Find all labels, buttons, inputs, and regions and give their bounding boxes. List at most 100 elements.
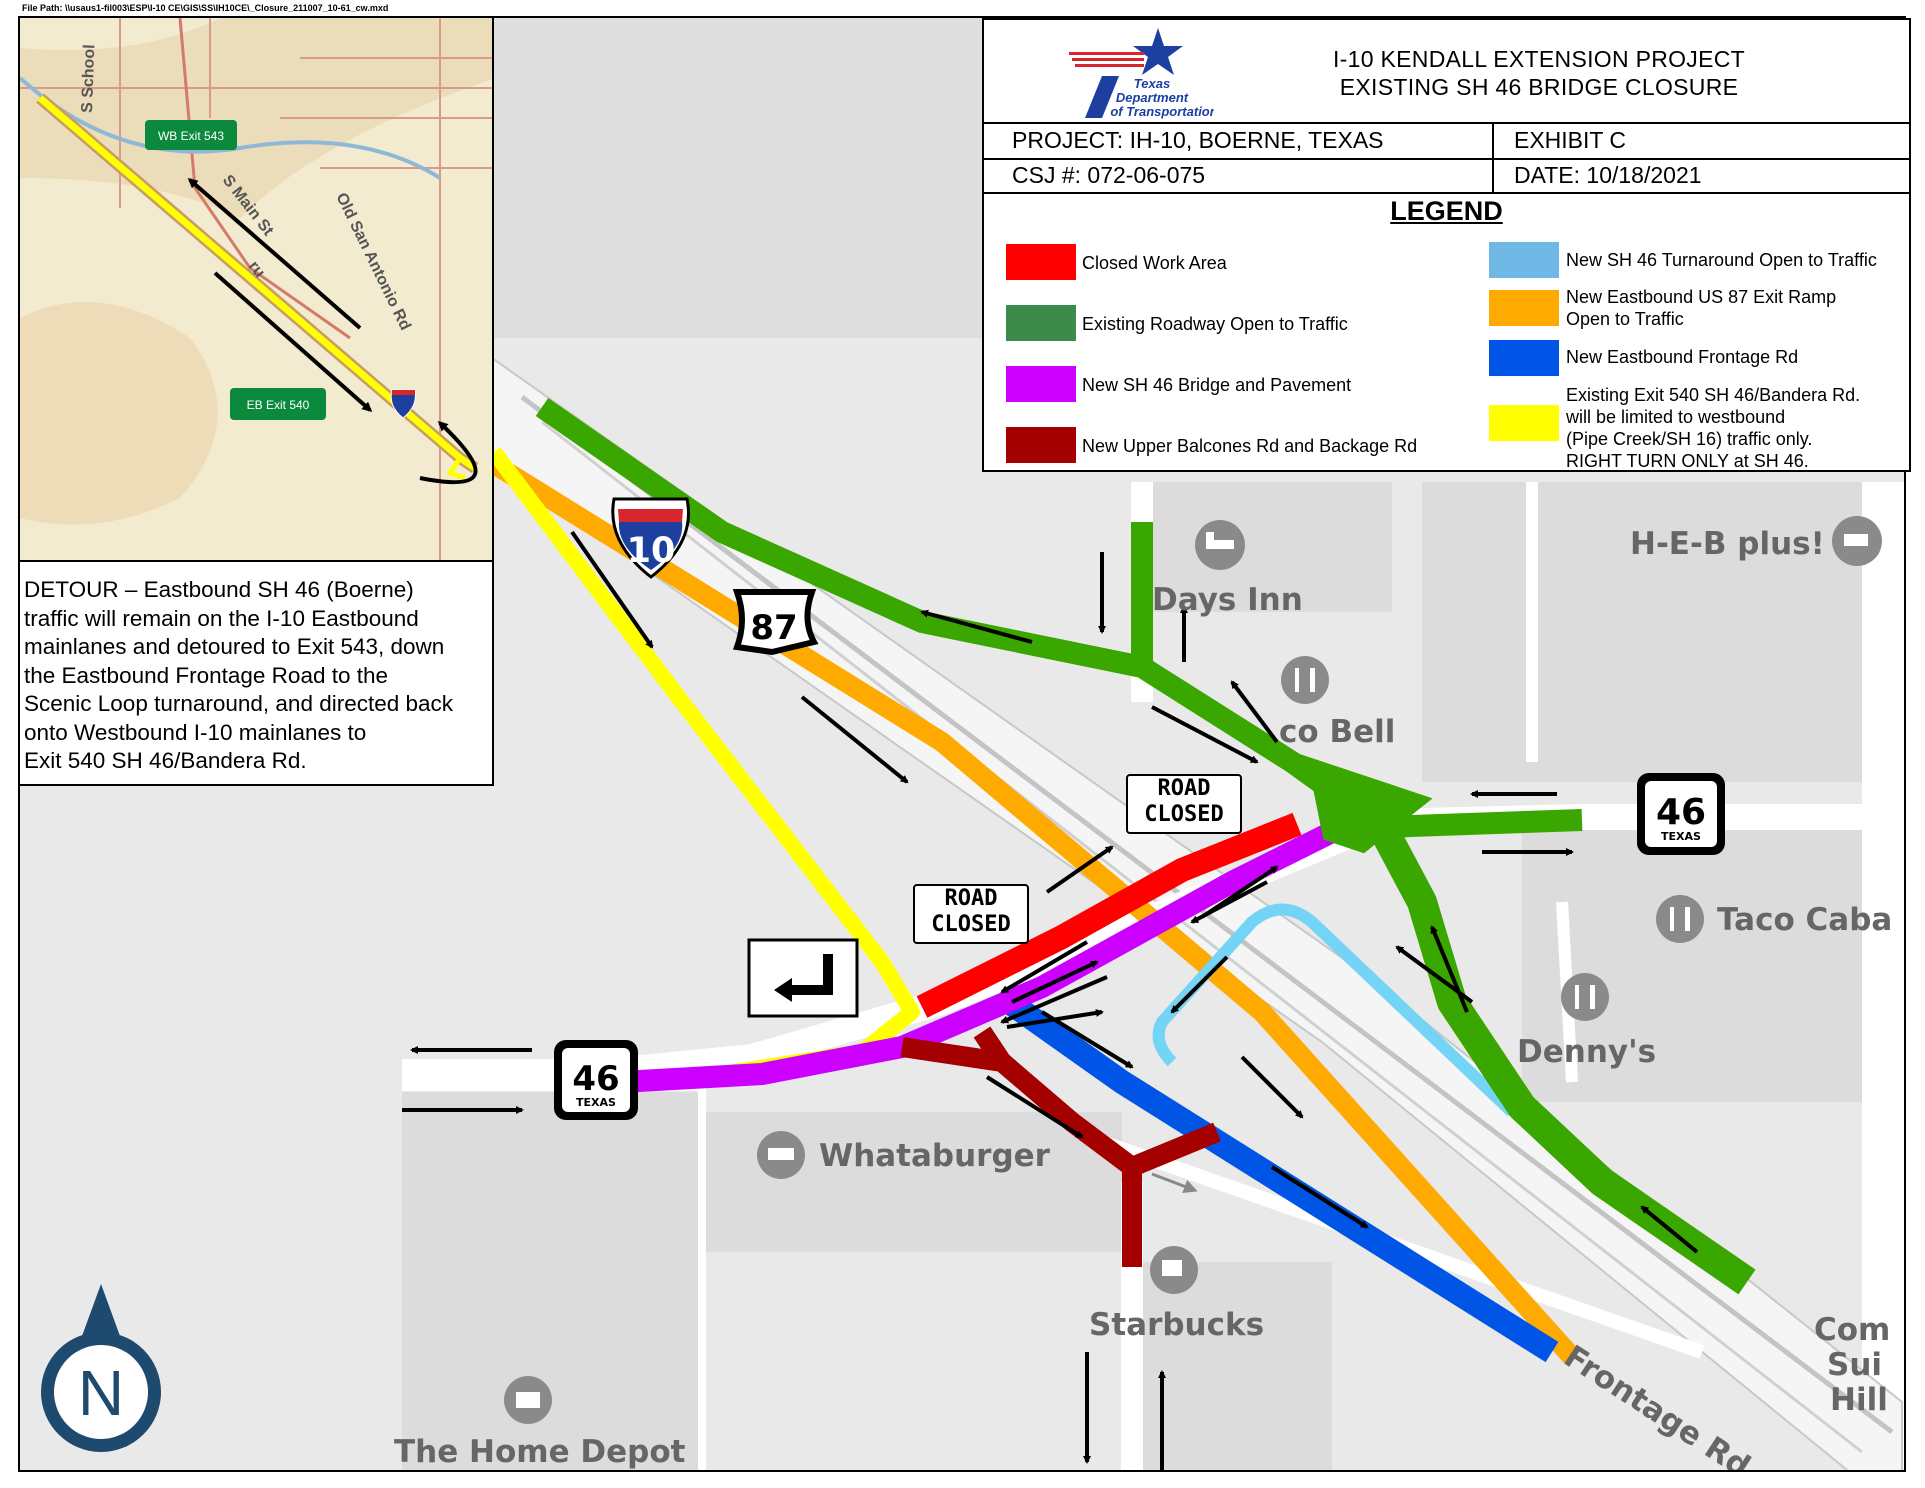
block-heb <box>1422 482 1882 782</box>
interstate-number: 10 <box>627 531 676 571</box>
label-s-school: S School <box>79 44 98 113</box>
file-path: File Path: \\usaus1-fil003\ESP\I-10 CE\G… <box>22 3 389 13</box>
orange-exit-ramp <box>488 455 1580 1364</box>
blue-frontage-road <box>995 987 1559 1363</box>
date-label: DATE: 10/18/2021 <box>1514 162 1702 188</box>
interstate-10-shield: 10 <box>611 497 690 579</box>
road-closed-sign-1: ROAD CLOSED <box>1126 774 1242 834</box>
label-dennys: Denny's <box>1517 1034 1656 1070</box>
block-taco-cabana <box>1522 822 1882 1102</box>
wb-exit-label: WB Exit 543 <box>158 129 224 143</box>
restaurant-icon <box>1281 656 1329 704</box>
backage-direction-arrow <box>1151 1172 1198 1193</box>
block-days-inn <box>1132 482 1392 612</box>
legend-label-frontage: New Eastbound Frontage Rd <box>1566 347 1799 367</box>
terrain <box>20 18 492 218</box>
detour-line: DETOUR – Eastbound SH 46 (Boerne) <box>24 577 414 602</box>
inset-creek <box>20 76 442 180</box>
store-icon <box>504 1376 552 1424</box>
legend-swatch-backage <box>1006 427 1076 463</box>
legend-label-line: Open to Traffic <box>1566 309 1684 329</box>
block-whataburger <box>702 1112 1122 1252</box>
inset-interstate-shield <box>390 389 416 419</box>
hotel-icon <box>1195 520 1245 570</box>
label-comfort-1: Com <box>1814 1312 1890 1348</box>
road-closed-2-line1: ROAD <box>944 886 998 911</box>
divider <box>1492 122 1494 192</box>
legend-swatch-existing <box>1006 305 1076 341</box>
right-turn-only-sign <box>747 938 859 1018</box>
csj-label: CSJ #: 072-06-075 <box>1012 162 1206 188</box>
eb-exit-sign <box>230 388 326 420</box>
detour-note: DETOUR – Eastbound SH 46 (Boerne) traffi… <box>18 560 494 786</box>
title-line2: EXISTING SH 46 BRIDGE CLOSURE <box>1339 74 1739 100</box>
block-starbucks <box>1142 1262 1332 1470</box>
north-arrow: N <box>41 1284 161 1452</box>
legend-label-existing: Existing Roadway Open to Traffic <box>1082 314 1348 334</box>
traffic-arrows <box>402 530 1699 1470</box>
road-closed-1-line2: CLOSED <box>1144 802 1224 827</box>
sh-46-shield-east: 46 TEXAS <box>1637 773 1725 855</box>
label-heb: H-E-B plus! <box>1630 526 1825 562</box>
label-starbucks: Starbucks <box>1089 1307 1264 1343</box>
legend-swatch-frontage <box>1489 340 1559 376</box>
label-taco-cabana: Taco Caba <box>1717 902 1892 938</box>
detour-line: traffic will remain on the I-10 Eastboun… <box>24 605 419 631</box>
sh-east-number: 46 <box>1656 792 1706 833</box>
road-closed-sign-2: ROAD CLOSED <box>913 884 1029 944</box>
legend-swatch-turnaround <box>1489 242 1559 278</box>
label-comfort-2: Sui <box>1827 1347 1882 1383</box>
label-home-depot: The Home Depot <box>394 1434 686 1470</box>
block-home-depot <box>402 1092 702 1470</box>
eb-exit-label: EB Exit 540 <box>247 398 310 412</box>
divider <box>984 122 1909 124</box>
us-87-shield: 87 <box>732 589 819 656</box>
inset-streets <box>20 18 492 560</box>
detour-line: Exit 540 SH 46/Bandera Rd. <box>24 748 307 773</box>
legend-label-line: New Eastbound US 87 Exit Ramp <box>1566 287 1837 307</box>
exhibit-label: EXHIBIT C <box>1514 127 1627 153</box>
terrain <box>20 302 218 525</box>
detour-line: Scenic Loop turnaround, and directed bac… <box>24 691 454 716</box>
project-label: PROJECT: IH-10, BOERNE, TEXAS <box>1012 127 1384 153</box>
label-whataburger: Whataburger <box>819 1138 1051 1174</box>
inset-main-street <box>178 18 351 340</box>
arrow-left-icon <box>774 978 792 1002</box>
detour-line: mainlanes and detoured to Exit 543, down <box>24 634 445 659</box>
legend-swatch-exit-540 <box>1489 405 1559 441</box>
legend-title: LEGEND <box>1390 196 1503 226</box>
label-taco-bell: co Bell <box>1279 714 1395 750</box>
wb-exit-sign <box>145 120 237 150</box>
inset-map-canvas: WB Exit 543 EB Exit 540 S School S Main … <box>20 18 492 560</box>
divider <box>984 158 1909 160</box>
legend-swatch-exit-ramp <box>1489 290 1559 326</box>
block <box>492 18 992 338</box>
inset-map: WB Exit 543 EB Exit 540 S School S Main … <box>18 16 494 562</box>
road-closed-1-line1: ROAD <box>1157 776 1211 801</box>
legend-label-exit-ramp: New Eastbound US 87 Exit Ramp Open to Tr… <box>1566 286 1836 330</box>
green-intersection <box>1286 752 1433 854</box>
red-closed-work-area <box>916 812 1302 1018</box>
legend-label-line: will be limited to westbound <box>1566 407 1786 427</box>
north-label: N <box>78 1357 124 1429</box>
legend-label-turnaround: New SH 46 Turnaround Open to Traffic <box>1566 250 1877 270</box>
sh-west-number: 46 <box>572 1059 619 1099</box>
purple-sh46-bridge <box>611 821 1343 1093</box>
restaurant-icon <box>1561 973 1609 1021</box>
logo-line2: Department <box>1116 90 1189 105</box>
sh-west-texas: TEXAS <box>576 1096 616 1109</box>
txdot-logo: Texas Department of Transportation <box>1069 28 1214 119</box>
legend-label-line: (Pipe Creek/SH 16) traffic only. <box>1566 429 1813 449</box>
title-line1: I-10 KENDALL EXTENSION PROJECT <box>1332 46 1746 72</box>
shopping-cart-icon <box>1832 516 1882 566</box>
title-block: Texas Department of Transportation I-10 … <box>982 18 1911 472</box>
legend-label-exit-540: Existing Exit 540 SH 46/Bandera Rd. will… <box>1566 384 1860 472</box>
us-route-number: 87 <box>750 608 797 648</box>
divider <box>984 192 1909 194</box>
legend-label-line: Existing Exit 540 SH 46/Bandera Rd. <box>1566 385 1861 405</box>
logo-line1: Texas <box>1134 76 1170 91</box>
sh-46-shield-west: 46 TEXAS <box>554 1040 638 1120</box>
restaurant-icon <box>1656 895 1704 943</box>
legend-swatch-bridge <box>1006 366 1076 402</box>
inset-arrows <box>187 178 478 485</box>
